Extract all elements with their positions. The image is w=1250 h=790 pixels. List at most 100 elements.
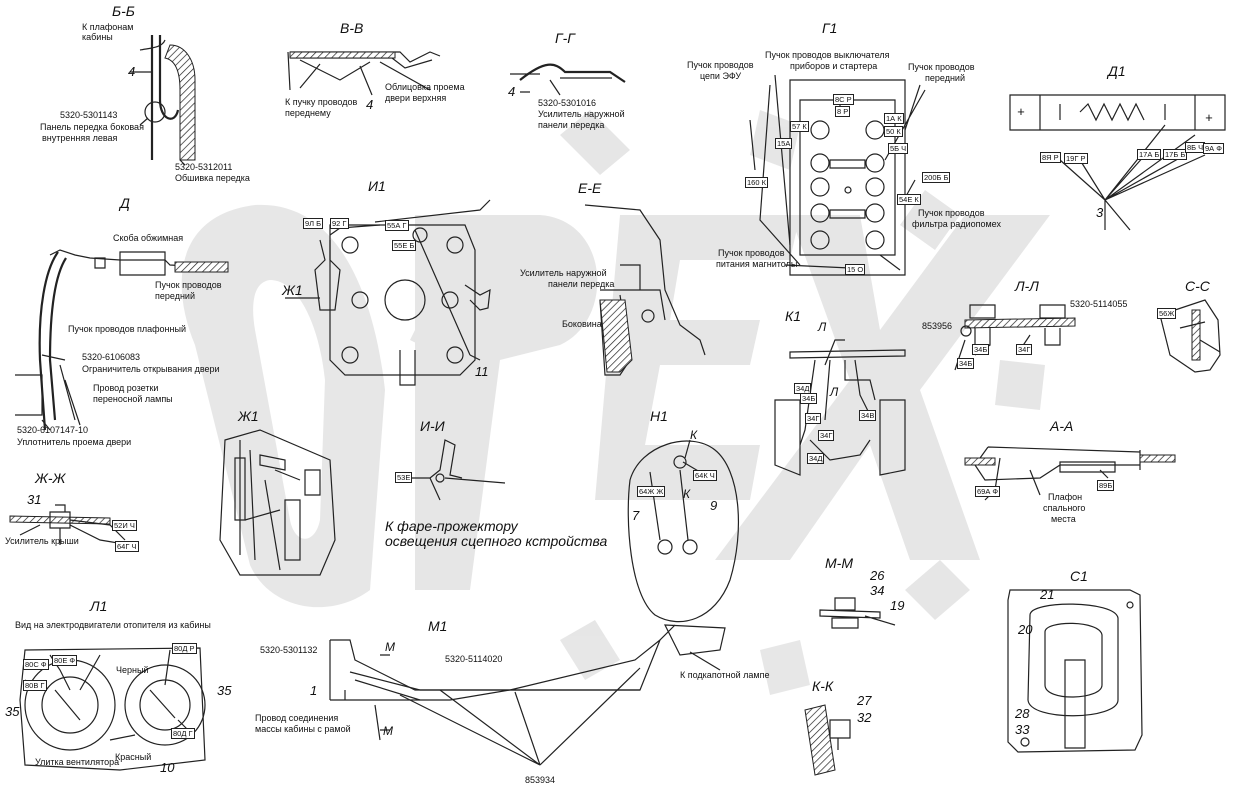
section-title-kk: К-К xyxy=(812,678,834,694)
label: передний xyxy=(155,291,195,301)
label: Уплотнитель проема двери xyxy=(17,437,132,447)
label: переднему xyxy=(285,108,331,118)
cut-label: М xyxy=(383,724,393,738)
wire-tag: 50 К xyxy=(884,126,903,137)
label: Пучок проводов выключателя xyxy=(765,50,890,60)
label: Боковина xyxy=(562,319,602,329)
section-title-i1: И1 xyxy=(368,178,386,194)
callout-number: 20 xyxy=(1018,622,1033,637)
wire-tag: 34Б xyxy=(800,393,818,404)
label: массы кабины с рамой xyxy=(255,724,351,734)
label: Провод розетки xyxy=(93,383,159,393)
label: переносной лампы xyxy=(93,394,173,404)
section-title-ii: И-И xyxy=(420,418,445,434)
wire-tag: 56Ж xyxy=(1157,308,1177,319)
wire-tag: 64Г Ч xyxy=(115,541,139,552)
plus-sign: + xyxy=(1205,110,1213,125)
section-title-l1: Л1 xyxy=(90,598,108,614)
section-title-mm: М-М xyxy=(825,555,853,571)
label: цепи ЭФУ xyxy=(700,71,742,81)
wire-tag: 34Б xyxy=(957,358,975,369)
callout-number: 3 xyxy=(1096,205,1104,220)
wire-tag: 34В xyxy=(859,410,877,421)
section-title-aa: А-А xyxy=(1050,418,1074,434)
wire-tag: 1А К xyxy=(884,113,904,124)
wire-tag: 53Е xyxy=(395,472,413,483)
callout-number: 11 xyxy=(475,364,489,379)
callout-number: 9 xyxy=(710,498,718,513)
wire-tag: 80В Г xyxy=(23,680,47,691)
part-number: 5320-6106083 xyxy=(82,352,141,362)
label: К плафонам xyxy=(82,22,134,32)
wire-tag: 52И Ч xyxy=(112,520,137,531)
part-number: 5320-5301132 xyxy=(260,645,318,655)
label: внутренняя левая xyxy=(42,133,118,143)
wire-tag: 17Б Б xyxy=(1163,149,1188,160)
callout-number: 26 xyxy=(870,568,885,583)
section-title-c1: С1 xyxy=(1070,568,1088,584)
section-title-cc: С-С xyxy=(1185,278,1210,294)
section-title-zhzh: Ж-Ж xyxy=(35,470,66,486)
label: передний xyxy=(925,73,965,83)
label: панели передка xyxy=(538,120,605,130)
wire-tag: 64К Ч xyxy=(693,470,717,481)
callout-number: 1 xyxy=(310,683,318,698)
wire-tag: 80Д Р xyxy=(172,643,197,654)
wire-tag: 55А Г xyxy=(385,220,409,231)
callout-number: 7 xyxy=(632,508,640,523)
label: Пучок проводов xyxy=(908,62,975,72)
label: Пучок проводов xyxy=(918,208,985,218)
cut-label: К xyxy=(683,487,691,501)
part-number: 5320-5114055 xyxy=(1070,299,1128,309)
label: Обшивка передка xyxy=(175,173,250,183)
part-number: 5320-5301016 xyxy=(538,98,597,108)
wire-tag: 34Г xyxy=(818,430,835,441)
wire-tag: 19Г Р xyxy=(1064,153,1088,164)
callout-number: 10 xyxy=(160,760,175,775)
label: Пучок проводов xyxy=(687,60,754,70)
cut-label: Л xyxy=(830,385,839,399)
callout-number: 27 xyxy=(857,693,872,708)
wire-tag: 80Д Г xyxy=(171,728,195,739)
wire-tag: 89Б xyxy=(1097,480,1115,491)
cut-label: М xyxy=(385,640,395,654)
label: Облицовка проема xyxy=(385,82,465,92)
label: приборов и стартера xyxy=(790,61,878,71)
watermark-logo xyxy=(181,110,1050,695)
wire-tag: 8 Р xyxy=(835,106,851,117)
label: Пучок проводов xyxy=(718,248,785,258)
wire-tag: 15А xyxy=(775,138,793,149)
callout-number: 4 xyxy=(508,84,516,99)
label: Ограничитель открывания двери xyxy=(82,364,220,374)
wire-tag: 15 О xyxy=(845,264,866,275)
section-title-zh1: Ж1 xyxy=(238,408,259,424)
label: Усилитель крыши xyxy=(5,536,79,546)
section-title-ee: Е-Е xyxy=(578,180,602,196)
label: Провод соединения xyxy=(255,713,339,723)
label: места xyxy=(1051,514,1076,524)
wire-tag: 57 К xyxy=(790,121,809,132)
cut-label: К xyxy=(690,428,698,442)
label: Красный xyxy=(115,752,152,762)
label: питания магнитолы xyxy=(716,259,798,269)
callout-number: 4 xyxy=(128,64,136,79)
plus-sign: + xyxy=(1017,104,1025,119)
wire-tag: 9А Ф xyxy=(1203,143,1224,154)
section-title-d1: Д1 xyxy=(1108,63,1126,79)
wire-tag: 69А Ф xyxy=(975,486,1001,497)
section-title-k1: К1 xyxy=(785,308,802,324)
label: Черный xyxy=(116,665,149,675)
part-number: 853934 xyxy=(525,775,556,785)
label: двери верхняя xyxy=(385,93,447,103)
wire-tag: 80Е Ф xyxy=(52,655,78,666)
label: Вид на электродвигатели отопителя из каб… xyxy=(15,620,211,630)
callout-number: 19 xyxy=(890,598,905,613)
label: освещения сцепного кстройства xyxy=(385,533,608,549)
part-number: 5320-5114020 xyxy=(445,654,503,664)
section-title-n1: Н1 xyxy=(650,408,668,424)
wire-tag: 34Д xyxy=(807,453,825,464)
part-number: 853956 xyxy=(922,321,953,331)
wire-tag: 34Г xyxy=(805,413,822,424)
label: Пучок проводов плафонный xyxy=(68,324,186,334)
